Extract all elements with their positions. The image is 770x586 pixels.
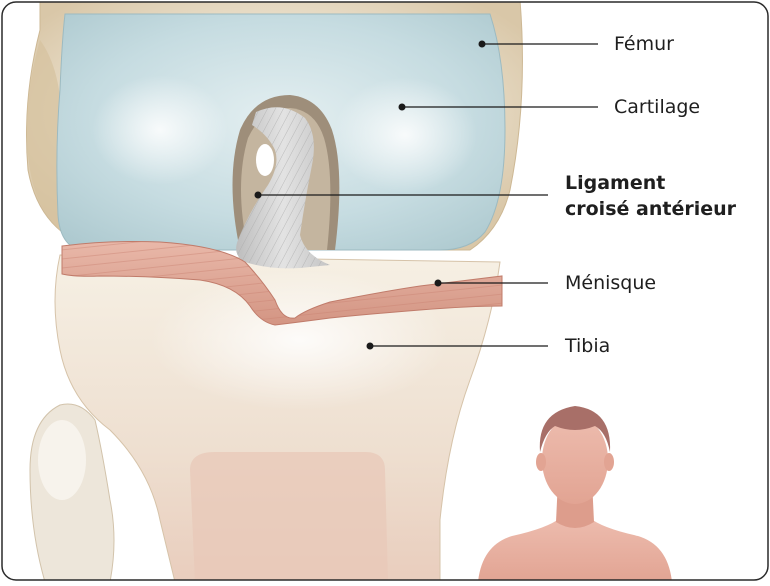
label-ligament-line1: Ligament	[565, 171, 665, 196]
fibula-highlight	[38, 420, 86, 500]
label-cartilage: Cartilage	[614, 95, 700, 120]
label-tibia: Tibia	[565, 334, 610, 359]
leader-dot-cartilage	[399, 104, 406, 111]
leader-dot-menisque	[435, 280, 442, 287]
tibia-tuberosity	[190, 452, 388, 582]
leader-dot-tibia	[367, 343, 374, 350]
label-femur: Fémur	[614, 32, 674, 57]
cartilage-highlight-right	[333, 77, 477, 193]
label-menisque: Ménisque	[565, 271, 656, 296]
leader-dot-ligament	[255, 192, 262, 199]
label-ligament-line2: croisé antérieur	[565, 197, 736, 222]
leader-dot-femur	[479, 41, 486, 48]
ligament-white-gap	[256, 144, 274, 176]
cartilage-highlight-left	[92, 75, 228, 185]
human-figure-icon	[478, 406, 672, 582]
